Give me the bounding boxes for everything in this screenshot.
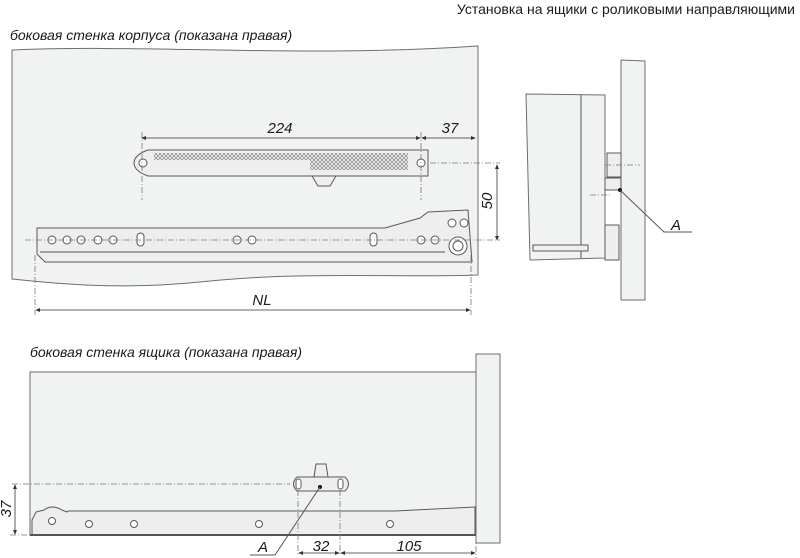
cabinet-side-view: боковая стенка корпуса (показана правая): [10, 27, 500, 315]
drawer-side-view: боковая стенка ящика (показана правая) 3…: [0, 344, 501, 558]
callout-a-drawer: A: [257, 539, 268, 556]
drawer-view-label: боковая стенка ящика (показана правая): [30, 344, 302, 360]
dim-37-top: 37: [442, 120, 459, 137]
drawer-rail-part: [31, 506, 476, 536]
dim-105: 105: [396, 538, 422, 555]
page-title: Установка на ящики с роликовыми направля…: [457, 1, 795, 17]
drawer-front-panel: [475, 353, 501, 544]
dim-37-drawer: 37: [0, 500, 15, 517]
section-view: A: [525, 59, 692, 301]
dim-50: 50: [479, 192, 496, 209]
dim-224: 224: [266, 120, 292, 137]
dim-nl: NL: [252, 292, 271, 309]
drawer-section: [525, 93, 606, 261]
callout-a-section: A: [670, 217, 681, 234]
drawer-side-panel: [29, 371, 477, 536]
damper-part: [133, 149, 429, 187]
dim-32: 32: [313, 538, 330, 555]
cabinet-wall-section: [620, 59, 646, 301]
cabinet-view-label: боковая стенка корпуса (показана правая): [10, 27, 292, 43]
